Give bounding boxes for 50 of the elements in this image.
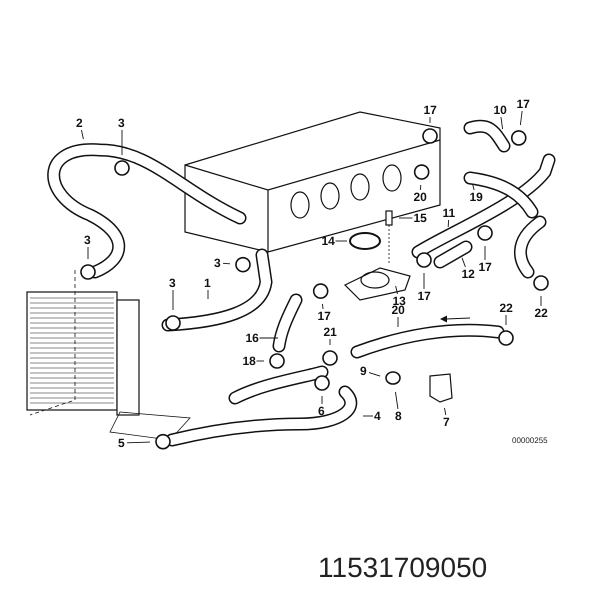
leader-line bbox=[395, 285, 398, 294]
callout-number: 17 bbox=[516, 97, 530, 111]
leader-line bbox=[540, 296, 542, 306]
callout-number: 11 bbox=[442, 206, 456, 220]
callout-number: 9 bbox=[360, 364, 367, 378]
leader-line bbox=[462, 257, 466, 268]
callout-number: 2 bbox=[76, 116, 83, 130]
leader-line bbox=[256, 360, 264, 362]
callout-number: 1 bbox=[204, 276, 211, 290]
callout-number: 3 bbox=[84, 233, 91, 247]
callout-number: 8 bbox=[395, 409, 402, 423]
callout-number: 19 bbox=[470, 190, 483, 204]
leader-line bbox=[322, 304, 324, 310]
callout-number: 5 bbox=[118, 436, 125, 450]
leader-line bbox=[368, 372, 381, 377]
leader-line bbox=[444, 408, 446, 416]
callout-number: 3 bbox=[118, 116, 125, 130]
leader-line bbox=[172, 290, 174, 310]
callout-number: 12 bbox=[462, 267, 475, 281]
drawing-number: 00000255 bbox=[512, 436, 548, 445]
leader-line bbox=[395, 392, 398, 410]
callout-number: 21 bbox=[324, 325, 337, 339]
leader-line bbox=[448, 220, 450, 228]
callout-number: 4 bbox=[374, 409, 381, 423]
part-number: 11531709050 bbox=[318, 552, 488, 584]
callout-number: 22 bbox=[534, 306, 548, 320]
callout-number: 17 bbox=[418, 289, 431, 303]
callout-number: 14 bbox=[322, 234, 335, 248]
leader-line bbox=[222, 262, 230, 264]
callout-number: 15 bbox=[414, 211, 427, 225]
callout-number: 6 bbox=[318, 404, 325, 418]
leader-line bbox=[81, 130, 84, 140]
callout-number: 16 bbox=[246, 331, 259, 345]
callout-number: 17 bbox=[318, 309, 331, 323]
callout-number: 7 bbox=[443, 415, 450, 429]
leader-line bbox=[484, 246, 486, 260]
callout-number: 20 bbox=[414, 190, 427, 204]
callout-number: 17 bbox=[424, 103, 437, 117]
callout-number: 18 bbox=[242, 354, 256, 368]
callout-number: 10 bbox=[494, 103, 507, 117]
callout-number: 22 bbox=[500, 301, 513, 315]
callout-number: 3 bbox=[169, 276, 176, 290]
leader-line bbox=[126, 442, 150, 444]
leader-line bbox=[500, 116, 504, 130]
leader-line bbox=[472, 184, 475, 190]
callout-number: 3 bbox=[214, 256, 221, 270]
leader-line bbox=[420, 184, 422, 190]
callout-number: 17 bbox=[478, 260, 492, 274]
leader-line bbox=[520, 110, 523, 126]
leader-line bbox=[335, 240, 348, 242]
